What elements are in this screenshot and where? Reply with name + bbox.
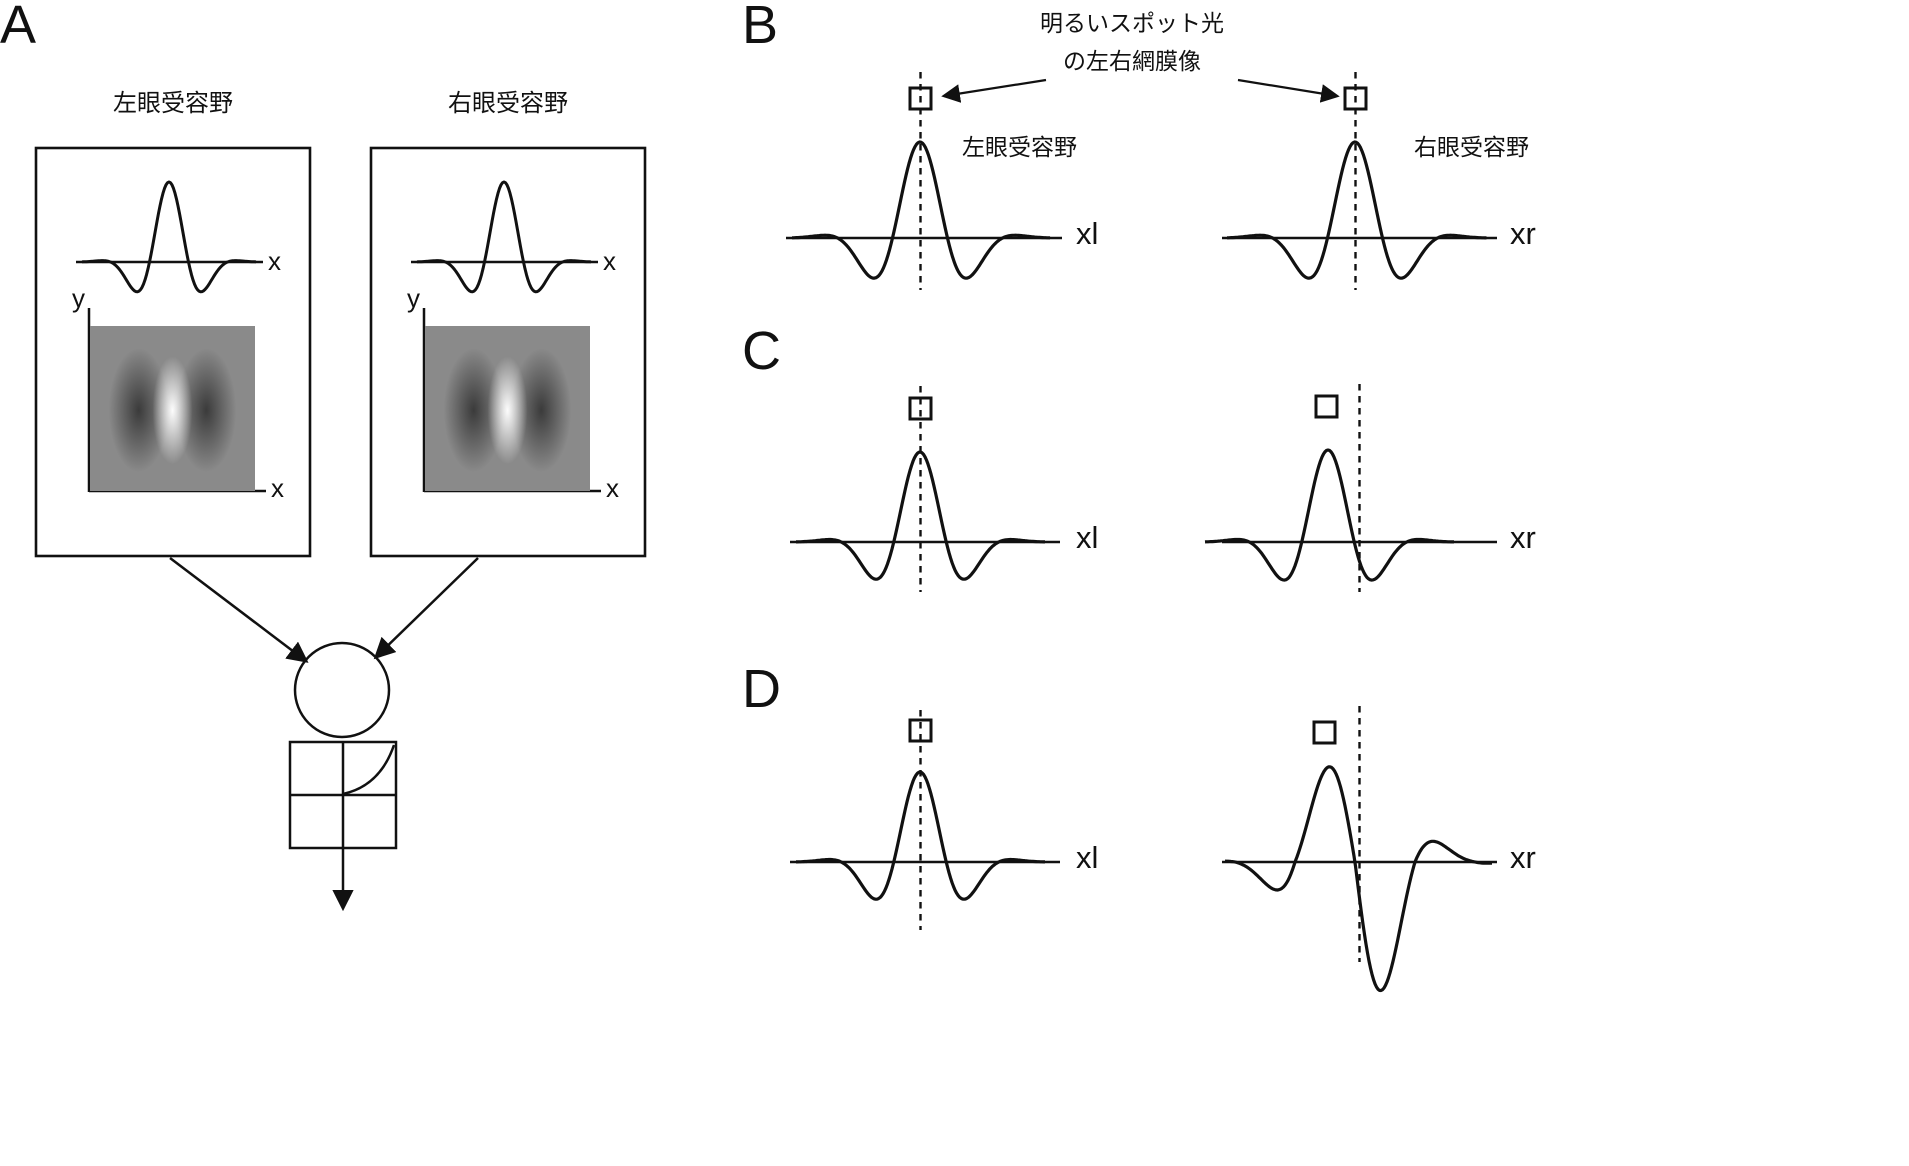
panel-c-label: C bbox=[742, 321, 781, 381]
xl-label-c: xl bbox=[1076, 520, 1099, 555]
right-eye-rf-title: 右眼受容野 bbox=[448, 90, 568, 117]
left-eye-rf-title: 左眼受容野 bbox=[113, 90, 233, 117]
nonlinearity-curve bbox=[342, 744, 396, 796]
spot-marker-d-left bbox=[908, 718, 933, 743]
right-eye-rf-box bbox=[369, 146, 647, 558]
y-axis-label-right: y bbox=[407, 283, 420, 313]
y-axis-label-left: y bbox=[72, 283, 85, 313]
converge-arrow-left bbox=[169, 557, 309, 663]
converge-arrow-right bbox=[373, 557, 479, 660]
neuron-circle bbox=[293, 641, 391, 739]
gabor-patch-left bbox=[90, 326, 255, 491]
x-axis-label-patch-left: x bbox=[271, 473, 284, 503]
rf-curve-c-left bbox=[795, 450, 1046, 581]
spot-caption-line2: の左右網膜像 bbox=[1063, 48, 1201, 74]
caption-arrow-left bbox=[941, 78, 1047, 103]
rf-curve-b-left bbox=[791, 140, 1051, 280]
xr-label-b: xr bbox=[1510, 216, 1536, 251]
panel-d-label: D bbox=[742, 659, 781, 719]
x-axis-label-1d-left: x bbox=[268, 246, 281, 276]
rf-curve-d-left bbox=[795, 770, 1046, 901]
right-rf-label-b: 右眼受容野 bbox=[1414, 134, 1529, 160]
x-axis-label-1d-right: x bbox=[603, 246, 616, 276]
rf-curve-d-right bbox=[1224, 765, 1493, 993]
spot-caption-line1: 明るいスポット光 bbox=[1040, 10, 1224, 36]
left-rf-label-b: 左眼受容野 bbox=[962, 134, 1077, 160]
spot-marker-d-right bbox=[1312, 720, 1337, 745]
spot-marker-c-right bbox=[1314, 394, 1339, 419]
gabor-patch-right bbox=[425, 326, 590, 491]
gabor1d-curve-left bbox=[81, 180, 257, 294]
gabor1d-curve-right bbox=[416, 180, 592, 294]
xl-label-d: xl bbox=[1076, 840, 1099, 875]
rf-curve-c-right bbox=[1204, 448, 1455, 582]
xr-label-c: xr bbox=[1510, 520, 1536, 555]
panel-b-label: B bbox=[742, 0, 779, 55]
xr-label-d: xr bbox=[1510, 840, 1536, 875]
xl-label-b: xl bbox=[1076, 216, 1099, 251]
caption-arrow-right bbox=[1237, 78, 1340, 103]
x-axis-label-patch-right: x bbox=[606, 473, 619, 503]
left-eye-rf-box bbox=[34, 146, 312, 558]
rf-curve-b-right bbox=[1226, 140, 1487, 280]
panel-a-label: A bbox=[0, 0, 37, 55]
